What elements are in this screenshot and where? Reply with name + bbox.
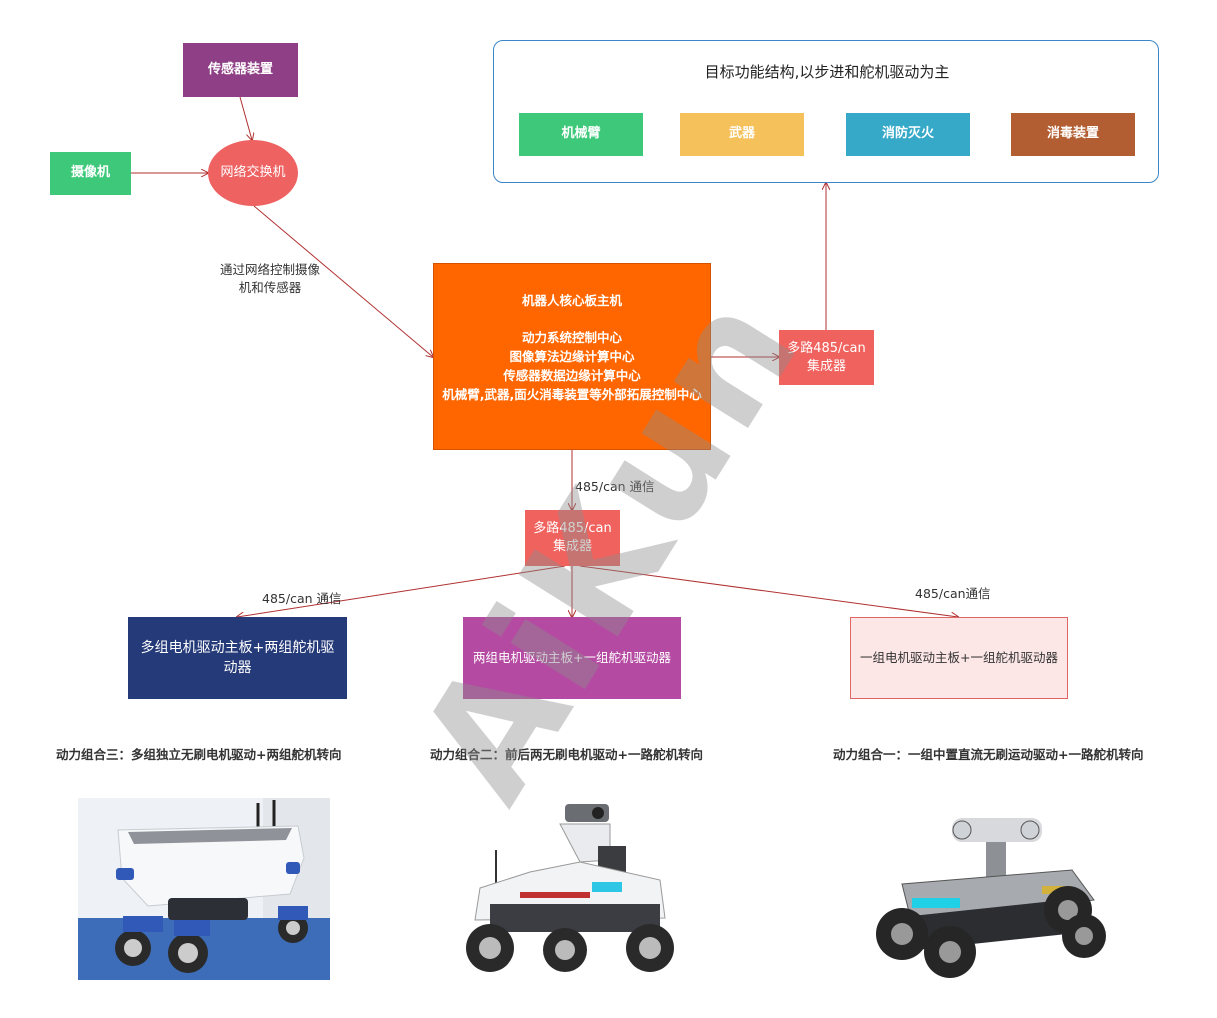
robot-photo-combo-three xyxy=(78,798,330,980)
network-control-line-1: 通过网络控制摄像 xyxy=(219,262,320,277)
comm-center-label: 485/can 通信 xyxy=(575,479,655,494)
module-weapon: 武器 xyxy=(680,113,804,156)
hub-right-node: 多路485/can 集成器 xyxy=(779,330,874,385)
camera-node: 摄像机 xyxy=(50,152,131,195)
comm-left-label: 485/can 通信 xyxy=(262,591,342,606)
core-board-line-sensor: 传感器数据边缘计算中心 xyxy=(503,368,641,383)
robot-photo-combo-one xyxy=(872,812,1107,980)
driver-one-label: 一组电机驱动主板+一组舵机驱动器 xyxy=(860,649,1058,665)
caption-combo-two: 动力组合二：前后两无刷电机驱动+一路舵机转向 xyxy=(430,747,703,762)
hub-center-node: 多路485/can 集成器 xyxy=(525,510,620,566)
robot-photo-combo-two xyxy=(460,800,680,980)
target-panel-title: 目标功能结构,以步进和舵机驱动为主 xyxy=(704,63,950,81)
core-board-line-power: 动力系统控制中心 xyxy=(521,330,622,345)
target-function-panel: 目标功能结构,以步进和舵机驱动为主 机械臂 武器 消防灭火 消毒装置 xyxy=(493,40,1159,183)
edge-hub-to-driver-three xyxy=(237,565,566,617)
core-board-title: 机器人核心板主机 xyxy=(521,293,622,308)
hub-center-line-2: 集成器 xyxy=(552,539,592,554)
driver-two-node: 两组电机驱动主板+一组舵机驱动器 xyxy=(463,617,681,699)
network-switch-label: 网络交换机 xyxy=(220,164,286,180)
network-control-label: 通过网络控制摄像 机和传感器 xyxy=(205,261,335,297)
driver-one-node: 一组电机驱动主板+一组舵机驱动器 xyxy=(850,617,1068,699)
comm-right-label: 485/can通信 xyxy=(915,586,991,601)
camera-label: 摄像机 xyxy=(70,165,110,181)
hub-right-line-2: 集成器 xyxy=(806,358,846,374)
network-switch-node: 网络交换机 xyxy=(208,140,298,206)
edge-sensor-to-switch xyxy=(239,96,252,140)
driver-three-node: 多组电机驱动主板+两组舵机驱动器 xyxy=(128,617,347,699)
hub-right-line-1: 多路485/can xyxy=(787,340,866,356)
driver-three-label: 多组电机驱动主板+两组舵机驱动器 xyxy=(140,640,335,676)
sensor-device-label: 传感器装置 xyxy=(207,61,273,77)
driver-two-label: 两组电机驱动主板+一组舵机驱动器 xyxy=(473,649,671,665)
caption-combo-one: 动力组合一：一组中置直流无刷运动驱动+一路舵机转向 xyxy=(833,747,1144,762)
edge-switch-to-core xyxy=(253,205,433,357)
module-robot-arm: 机械臂 xyxy=(519,113,643,156)
core-board-node: 机器人核心板主机 动力系统控制中心 图像算法边缘计算中心 传感器数据边缘计算中心… xyxy=(433,263,711,450)
module-disinfection: 消毒装置 xyxy=(1011,113,1135,156)
core-board-line-image: 图像算法边缘计算中心 xyxy=(509,349,635,364)
module-fire-extinguishing: 消防灭火 xyxy=(846,113,970,156)
caption-combo-three: 动力组合三：多组独立无刷电机驱动+两组舵机转向 xyxy=(56,747,342,762)
sensor-device-node: 传感器装置 xyxy=(183,43,298,97)
core-board-line-extension: 机械臂,武器,面火消毒装置等外部拓展控制中心 xyxy=(442,387,702,402)
network-control-line-2: 机和传感器 xyxy=(238,280,302,295)
hub-center-line-1: 多路485/can xyxy=(533,521,612,536)
edge-hub-to-driver-one xyxy=(579,565,958,617)
